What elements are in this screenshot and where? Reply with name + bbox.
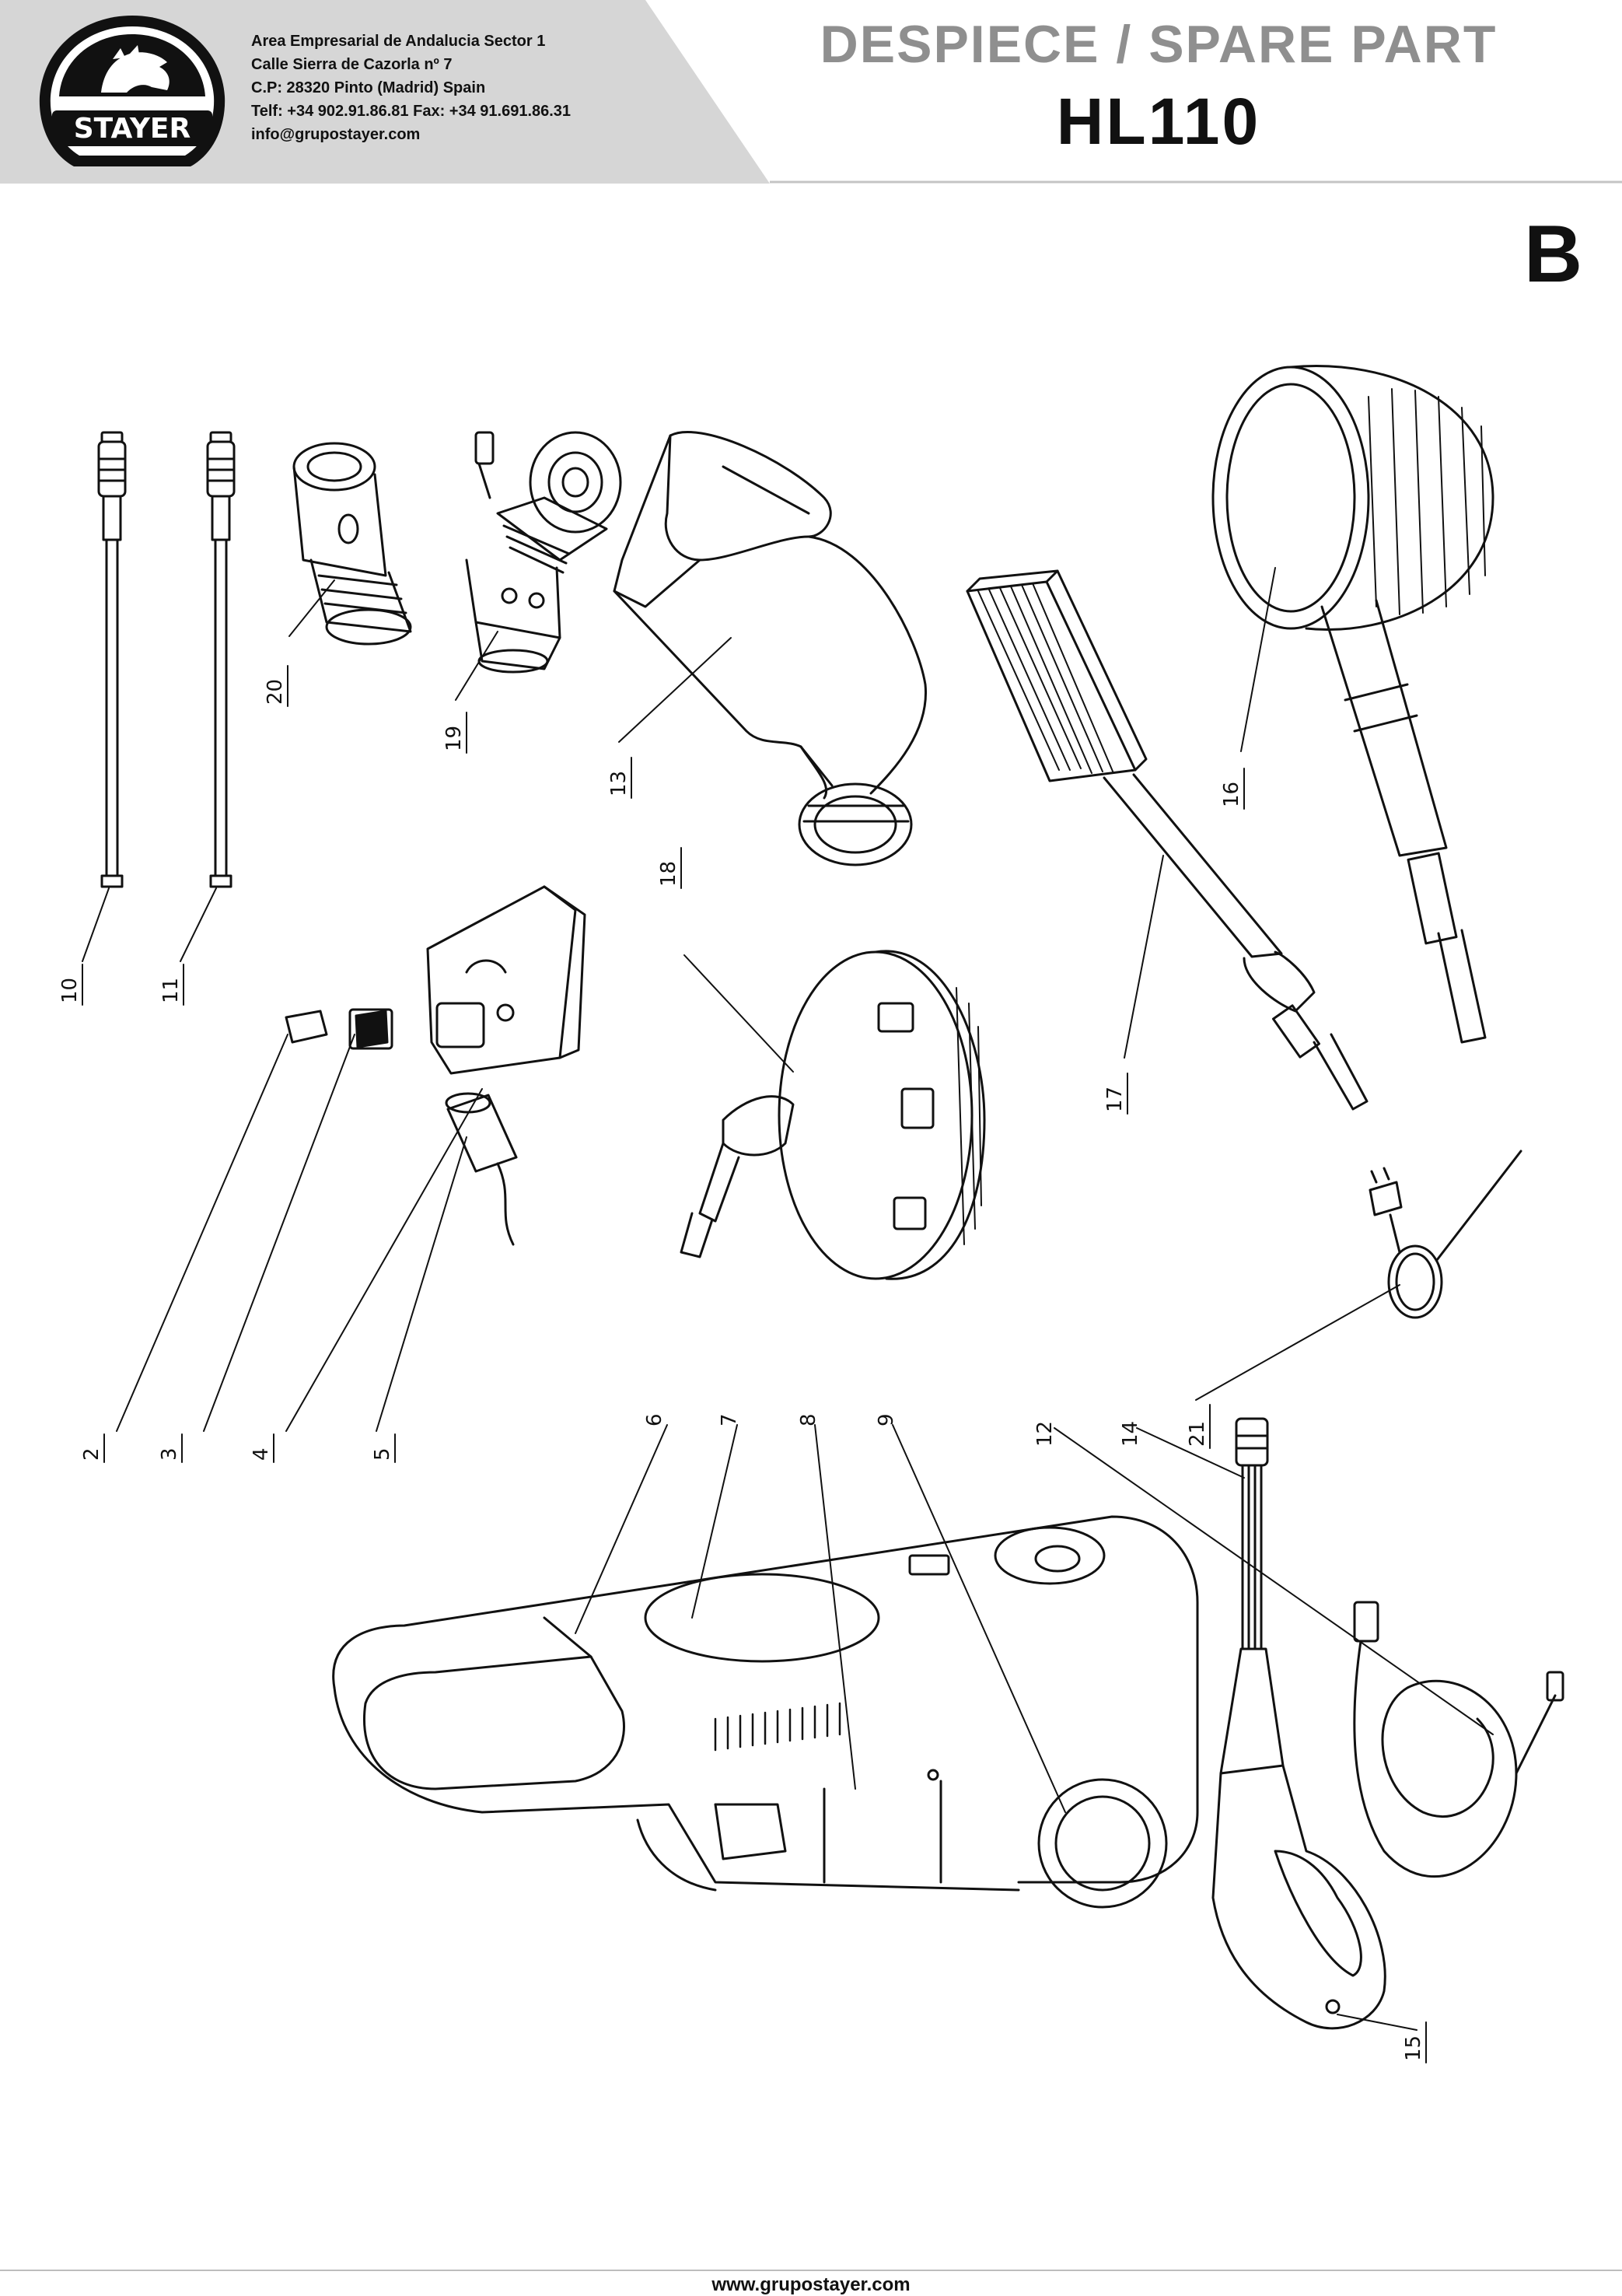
- part-13-nozzle: [613, 431, 928, 866]
- section-letter: B: [1524, 209, 1583, 299]
- part-2-cap: [285, 1010, 328, 1044]
- label-part-17: 17: [1103, 1087, 1127, 1112]
- label-part-2: 2: [80, 1447, 103, 1461]
- logo-text: STAYER: [74, 113, 191, 145]
- label-part-21: 21: [1186, 1421, 1209, 1447]
- label-part-15: 15: [1402, 2035, 1425, 2061]
- part-20-connector: [292, 442, 412, 646]
- label-part-16: 16: [1220, 782, 1243, 807]
- stayer-logo: STAYER: [35, 11, 229, 174]
- label-part-13: 13: [607, 771, 631, 796]
- label-part-12: 12: [1033, 1421, 1057, 1447]
- part-15-trigger-gun: [1211, 1647, 1386, 2030]
- label-part-9: 9: [875, 1413, 898, 1426]
- label-part-4: 4: [250, 1447, 273, 1461]
- part-19-nozzle-adapter: [465, 431, 622, 674]
- model-number: HL110: [1056, 85, 1261, 158]
- part-21-power-cord: [1369, 1150, 1522, 1319]
- footer-divider: [0, 2270, 1622, 2271]
- main-unit: [332, 1515, 1199, 1909]
- label-part-11: 11: [159, 978, 183, 1003]
- part-18-patio-cleaner: [680, 950, 986, 1280]
- label-part-19: 19: [442, 726, 466, 751]
- part-3-switch: [348, 1008, 393, 1050]
- part-11-lance: [206, 431, 236, 888]
- label-part-6: 6: [643, 1413, 666, 1426]
- label-part-7: 7: [718, 1413, 741, 1426]
- address-line-4: Telf: +34 902.91.86.81 Fax: +34 91.691.8…: [251, 103, 572, 120]
- document-title: DESPIECE / SPARE PART: [820, 15, 1498, 74]
- label-part-20: 20: [264, 679, 287, 705]
- part-16-rotary-brush: [1211, 365, 1494, 1044]
- address-line-3: C.P: 28320 Pinto (Madrid) Spain: [251, 79, 486, 96]
- label-part-18: 18: [657, 861, 680, 887]
- part-17-long-brush: [966, 569, 1369, 1111]
- label-ticks: [82, 665, 1427, 2063]
- part-4-switch-housing: [426, 885, 586, 1075]
- label-part-14: 14: [1119, 1421, 1142, 1447]
- label-part-3: 3: [158, 1447, 181, 1461]
- part-10-lance: [97, 431, 127, 888]
- label-part-10: 10: [58, 978, 82, 1003]
- address-line-1: Area Empresarial de Andalucia Sector 1: [251, 33, 546, 50]
- footer-url[interactable]: www.grupostayer.com: [711, 2274, 911, 2295]
- part-14-extension: [1235, 1417, 1269, 1650]
- part-12-hose: [1353, 1601, 1564, 1878]
- address-line-5: info@grupostayer.com: [251, 126, 421, 143]
- leader-lines: [82, 567, 1494, 2031]
- address-line-2: Calle Sierra de Cazorla nº 7: [251, 56, 453, 73]
- company-address: Area Empresarial de Andalucia Sector 1 C…: [251, 30, 571, 146]
- label-part-5: 5: [371, 1447, 394, 1461]
- label-part-8: 8: [797, 1413, 820, 1426]
